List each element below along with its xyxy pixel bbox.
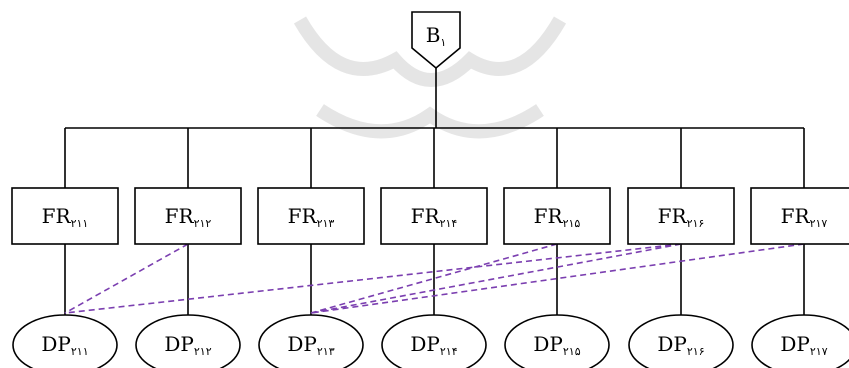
fr-label: FR۲۱۴ bbox=[411, 204, 458, 230]
fr-node-6: FR۲۱۶ bbox=[627, 187, 735, 245]
fr-label: FR۲۱۵ bbox=[534, 204, 581, 230]
fr-main: FR bbox=[165, 204, 195, 228]
dp-node-1: DP۲۱۱ bbox=[12, 314, 118, 368]
fr-node-4: FR۲۱۴ bbox=[380, 187, 488, 245]
dp-main: DP bbox=[533, 332, 563, 356]
dp-ellipse bbox=[504, 314, 610, 368]
dp-main: DP bbox=[164, 332, 194, 356]
fr-main: FR bbox=[288, 204, 318, 228]
fr-label: FR۲۱۶ bbox=[658, 204, 705, 230]
dp-label: DP۲۱۶ bbox=[657, 332, 704, 358]
dp-subscript: ۲۱۱ bbox=[71, 345, 89, 358]
dp-ellipse bbox=[751, 314, 849, 368]
fr-main: FR bbox=[658, 204, 688, 228]
fr-node-5: FR۲۱۵ bbox=[503, 187, 611, 245]
coupling-line-2 bbox=[64, 243, 682, 314]
fr-label: FR۲۱۱ bbox=[42, 204, 89, 230]
fr-label: FR۲۱۳ bbox=[288, 204, 335, 230]
fr-label: FR۲۱۲ bbox=[165, 204, 212, 230]
fr-box bbox=[11, 187, 119, 245]
root-subscript: ۱ bbox=[440, 36, 446, 49]
dp-subscript: ۲۱۷ bbox=[810, 345, 828, 358]
dp-label: DP۲۱۲ bbox=[164, 332, 211, 358]
fr-subscript: ۲۱۷ bbox=[810, 217, 828, 230]
fr-subscript: ۲۱۴ bbox=[440, 217, 458, 230]
dp-label: DP۲۱۳ bbox=[287, 332, 334, 358]
dp-subscript: ۲۱۶ bbox=[687, 345, 705, 358]
coupling-line-5 bbox=[310, 243, 805, 314]
dp-main: DP bbox=[41, 332, 71, 356]
dp-label: DP۲۱۷ bbox=[780, 332, 827, 358]
dp-label: DP۲۱۴ bbox=[410, 332, 457, 358]
coupling-lines bbox=[64, 243, 805, 314]
fr-subscript: ۲۱۶ bbox=[687, 217, 705, 230]
dp-ellipse bbox=[12, 314, 118, 368]
coupling-line-3 bbox=[310, 243, 558, 314]
svg-text:B۱: B۱ bbox=[426, 23, 447, 49]
fr-node-3: FR۲۱۳ bbox=[257, 187, 365, 245]
fr-box bbox=[750, 187, 849, 245]
fr-box bbox=[627, 187, 735, 245]
root-node: B۱ bbox=[411, 11, 461, 70]
dp-main: DP bbox=[410, 332, 440, 356]
dp-subscript: ۲۱۵ bbox=[563, 345, 581, 358]
root-shape bbox=[411, 11, 461, 70]
dp-node-3: DP۲۱۳ bbox=[258, 314, 364, 368]
dp-main: DP bbox=[780, 332, 810, 356]
fr-main: FR bbox=[42, 204, 72, 228]
dp-ellipse bbox=[258, 314, 364, 368]
fr-main: FR bbox=[411, 204, 441, 228]
fr-node-7: FR۲۱۷ bbox=[750, 187, 849, 245]
coupling-line-4 bbox=[310, 243, 682, 314]
dp-ellipse bbox=[135, 314, 241, 368]
fr-node-2: FR۲۱۲ bbox=[134, 187, 242, 245]
dp-node-2: DP۲۱۲ bbox=[135, 314, 241, 368]
dp-subscript: ۲۱۴ bbox=[440, 345, 458, 358]
fr-box bbox=[257, 187, 365, 245]
dp-subscript: ۲۱۳ bbox=[317, 345, 335, 358]
fr-main: FR bbox=[534, 204, 564, 228]
dp-ellipse bbox=[381, 314, 487, 368]
fr-main: FR bbox=[781, 204, 811, 228]
dp-node-4: DP۲۱۴ bbox=[381, 314, 487, 368]
dp-node-6: DP۲۱۶ bbox=[628, 314, 734, 368]
tree-connectors bbox=[64, 68, 805, 315]
fr-subscript: ۲۱۵ bbox=[563, 217, 581, 230]
dp-label: DP۲۱۱ bbox=[41, 332, 88, 358]
fr-box bbox=[380, 187, 488, 245]
dp-label: DP۲۱۵ bbox=[533, 332, 580, 358]
fr-box bbox=[134, 187, 242, 245]
root-label: B bbox=[426, 23, 441, 47]
fr-box bbox=[503, 187, 611, 245]
fr-node-1: FR۲۱۱ bbox=[11, 187, 119, 245]
dp-main: DP bbox=[287, 332, 317, 356]
dp-ellipse bbox=[628, 314, 734, 368]
fr-subscript: ۲۱۳ bbox=[317, 217, 335, 230]
coupling-line-1 bbox=[64, 243, 189, 314]
fr-subscript: ۲۱۱ bbox=[71, 217, 89, 230]
fr-label: FR۲۱۷ bbox=[781, 204, 828, 230]
dp-node-5: DP۲۱۵ bbox=[504, 314, 610, 368]
dp-node-7: DP۲۱۷ bbox=[751, 314, 849, 368]
dp-main: DP bbox=[657, 332, 687, 356]
dp-subscript: ۲۱۲ bbox=[194, 345, 212, 358]
fr-subscript: ۲۱۲ bbox=[194, 217, 212, 230]
